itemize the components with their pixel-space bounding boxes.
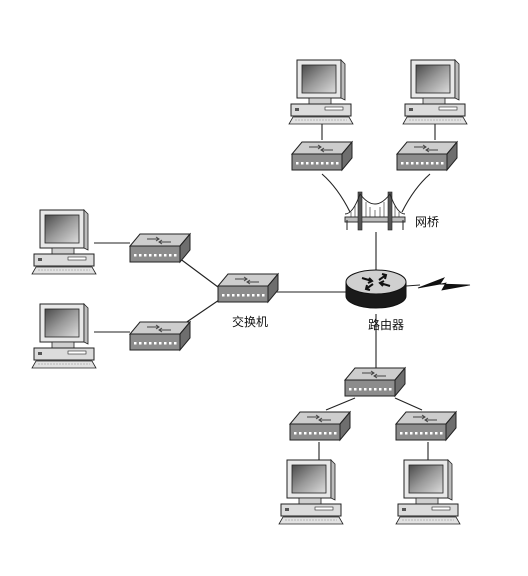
- hub-left-top: [129, 233, 191, 263]
- router-icon: [345, 269, 407, 309]
- switch-icon: [217, 273, 279, 303]
- link-hub-bottom-to-hub-br: [394, 397, 423, 411]
- hub-bottom-right: [395, 411, 457, 441]
- pc-top-left: [288, 59, 354, 125]
- hub-bottom-center: [344, 367, 406, 397]
- pc-top-right: [402, 59, 468, 125]
- bridge-icon: [344, 191, 406, 231]
- hub-left-bottom: [129, 321, 191, 351]
- lightning-bolt-icon: [417, 277, 471, 291]
- pc-bottom-right: [395, 459, 461, 525]
- link-hub-left-top-to-switch: [174, 254, 223, 291]
- pc-left-top: [31, 209, 97, 275]
- pc-bottom-left: [278, 459, 344, 525]
- link-bridge-to-hub-top-right: [401, 173, 431, 213]
- link-wan: [405, 284, 421, 287]
- router-label: 路由器: [368, 318, 405, 332]
- hub-bottom-left: [289, 411, 351, 441]
- bridge-label: 网桥: [415, 215, 440, 229]
- pc-left-bottom: [31, 303, 97, 369]
- connection-lines: [94, 122, 436, 462]
- hub-top-right: [396, 141, 458, 171]
- link-bridge-to-hub-top-left: [321, 173, 351, 213]
- switch-label: 交换机: [232, 315, 269, 329]
- link-hub-bottom-to-hub-bl: [325, 397, 356, 411]
- hub-top-left: [291, 141, 353, 171]
